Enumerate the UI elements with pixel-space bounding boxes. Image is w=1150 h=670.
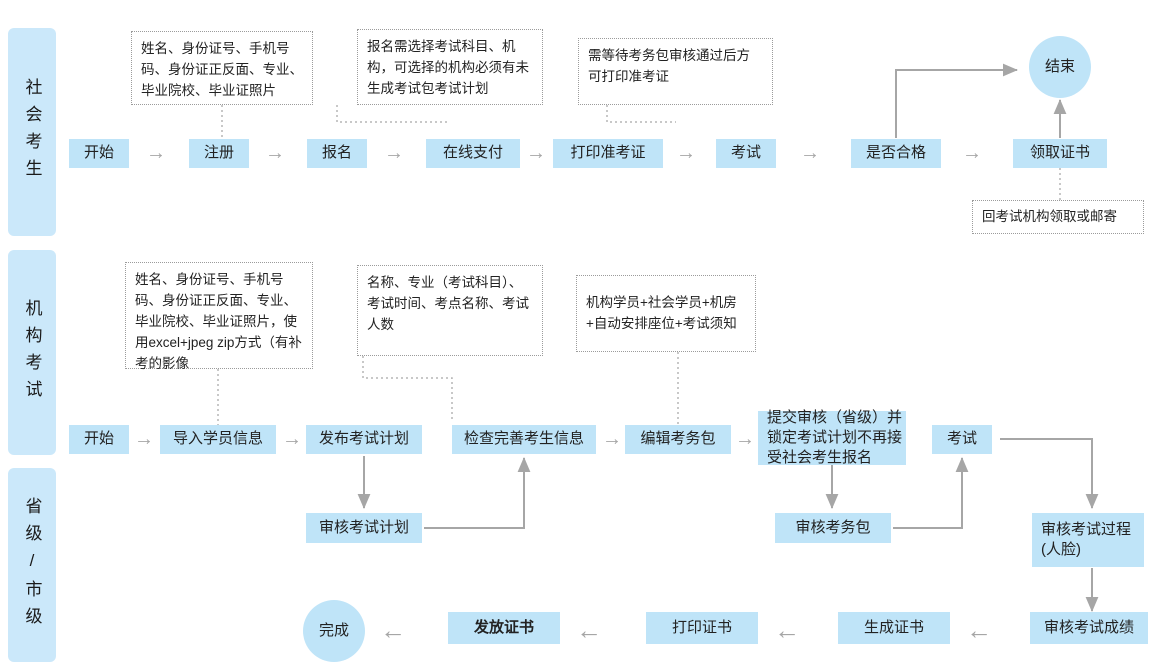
node-audit-exam-package[interactable]: 审核考务包 (775, 513, 891, 543)
swimlane-institution-label: 机构考试 (22, 298, 42, 407)
note-exam-package: 机构学员+社会学员+机房+自动安排座位+考试须知 (576, 275, 756, 352)
node-end[interactable]: 结束 (1029, 36, 1091, 98)
arrow-issuecert-to-finish: ← (380, 615, 406, 645)
arrow-pay-to-printcard: → (526, 142, 546, 164)
arrow-score-to-gencert: ← (966, 615, 992, 645)
node-print-certificate[interactable]: 打印证书 (646, 612, 758, 644)
note-signup: 报名需选择考试科目、机构，可选择的机构必须有未生成考试包考试计划 (357, 29, 543, 105)
node-is-qualified[interactable]: 是否合格 (851, 139, 941, 168)
note-printcard: 需等待考务包审核通过后方可打印准考证 (578, 38, 773, 105)
note-import-student: 姓名、身份证号、手机号码、身份证正反面、专业、毕业院校、毕业证照片，使用exce… (125, 262, 313, 371)
node-edit-exam-package[interactable]: 编辑考务包 (625, 425, 731, 454)
arrow-signup-to-pay: → (384, 142, 404, 164)
swimlane-social-label: 社会考生 (22, 78, 42, 186)
note-register: 姓名、身份证号、手机号码、身份证正反面、专业、毕业院校、毕业证照片 (131, 31, 313, 105)
node-exam-social[interactable]: 考试 (716, 139, 776, 168)
arrow-printcard-to-exam: → (676, 142, 696, 164)
node-print-admission-card[interactable]: 打印准考证 (553, 139, 663, 168)
arrow-check-to-editpack: → (602, 428, 622, 450)
node-online-pay[interactable]: 在线支付 (426, 139, 520, 168)
arrow-start-to-register: → (146, 142, 166, 164)
arrow-gencert-to-printcert: ← (774, 615, 800, 645)
node-exam-institution[interactable]: 考试 (932, 425, 992, 454)
node-signup[interactable]: 报名 (307, 139, 367, 168)
swimlane-social: 社会考生 (8, 28, 56, 236)
note-publish-plan: 名称、专业（考试科目）、考试时间、考点名称、考试人数 (357, 265, 543, 356)
node-issue-certificate[interactable]: 发放证书 (448, 612, 560, 644)
node-receive-certificate[interactable]: 领取证书 (1013, 139, 1107, 168)
swimlane-province: 省级/市级 (8, 468, 56, 662)
arrow-import-to-publish: → (282, 428, 302, 450)
node-publish-exam-plan[interactable]: 发布考试计划 (306, 425, 422, 454)
arrow-start2-to-import: → (134, 428, 154, 450)
node-start-social[interactable]: 开始 (69, 139, 129, 168)
swimlane-province-label: 省级/市级 (22, 496, 42, 634)
node-import-student-info[interactable]: 导入学员信息 (160, 425, 276, 454)
node-register[interactable]: 注册 (189, 139, 249, 168)
node-generate-certificate[interactable]: 生成证书 (838, 612, 950, 644)
node-submit-audit-lock-plan[interactable]: 提交审核（省级）并锁定考试计划不再接受社会考生报名 (758, 409, 906, 466)
arrow-printcert-to-issuecert: ← (576, 615, 602, 645)
node-finish[interactable]: 完成 (303, 600, 365, 662)
node-audit-exam-process[interactable]: 审核考试过程(人脸) (1032, 513, 1144, 567)
arrow-register-to-signup: → (265, 142, 285, 164)
note-getcert: 回考试机构领取或邮寄 (972, 200, 1144, 234)
arrow-qualified-to-getcert: → (962, 142, 982, 164)
swimlane-institution: 机构考试 (8, 250, 56, 455)
node-audit-exam-score[interactable]: 审核考试成绩 (1030, 612, 1148, 644)
node-start-institution[interactable]: 开始 (69, 425, 129, 454)
node-check-candidate-info[interactable]: 检查完善考生信息 (452, 425, 596, 454)
arrow-exam-to-qualified: → (800, 142, 820, 164)
arrow-editpack-to-submit: → (735, 428, 755, 450)
node-audit-exam-plan[interactable]: 审核考试计划 (306, 513, 422, 543)
